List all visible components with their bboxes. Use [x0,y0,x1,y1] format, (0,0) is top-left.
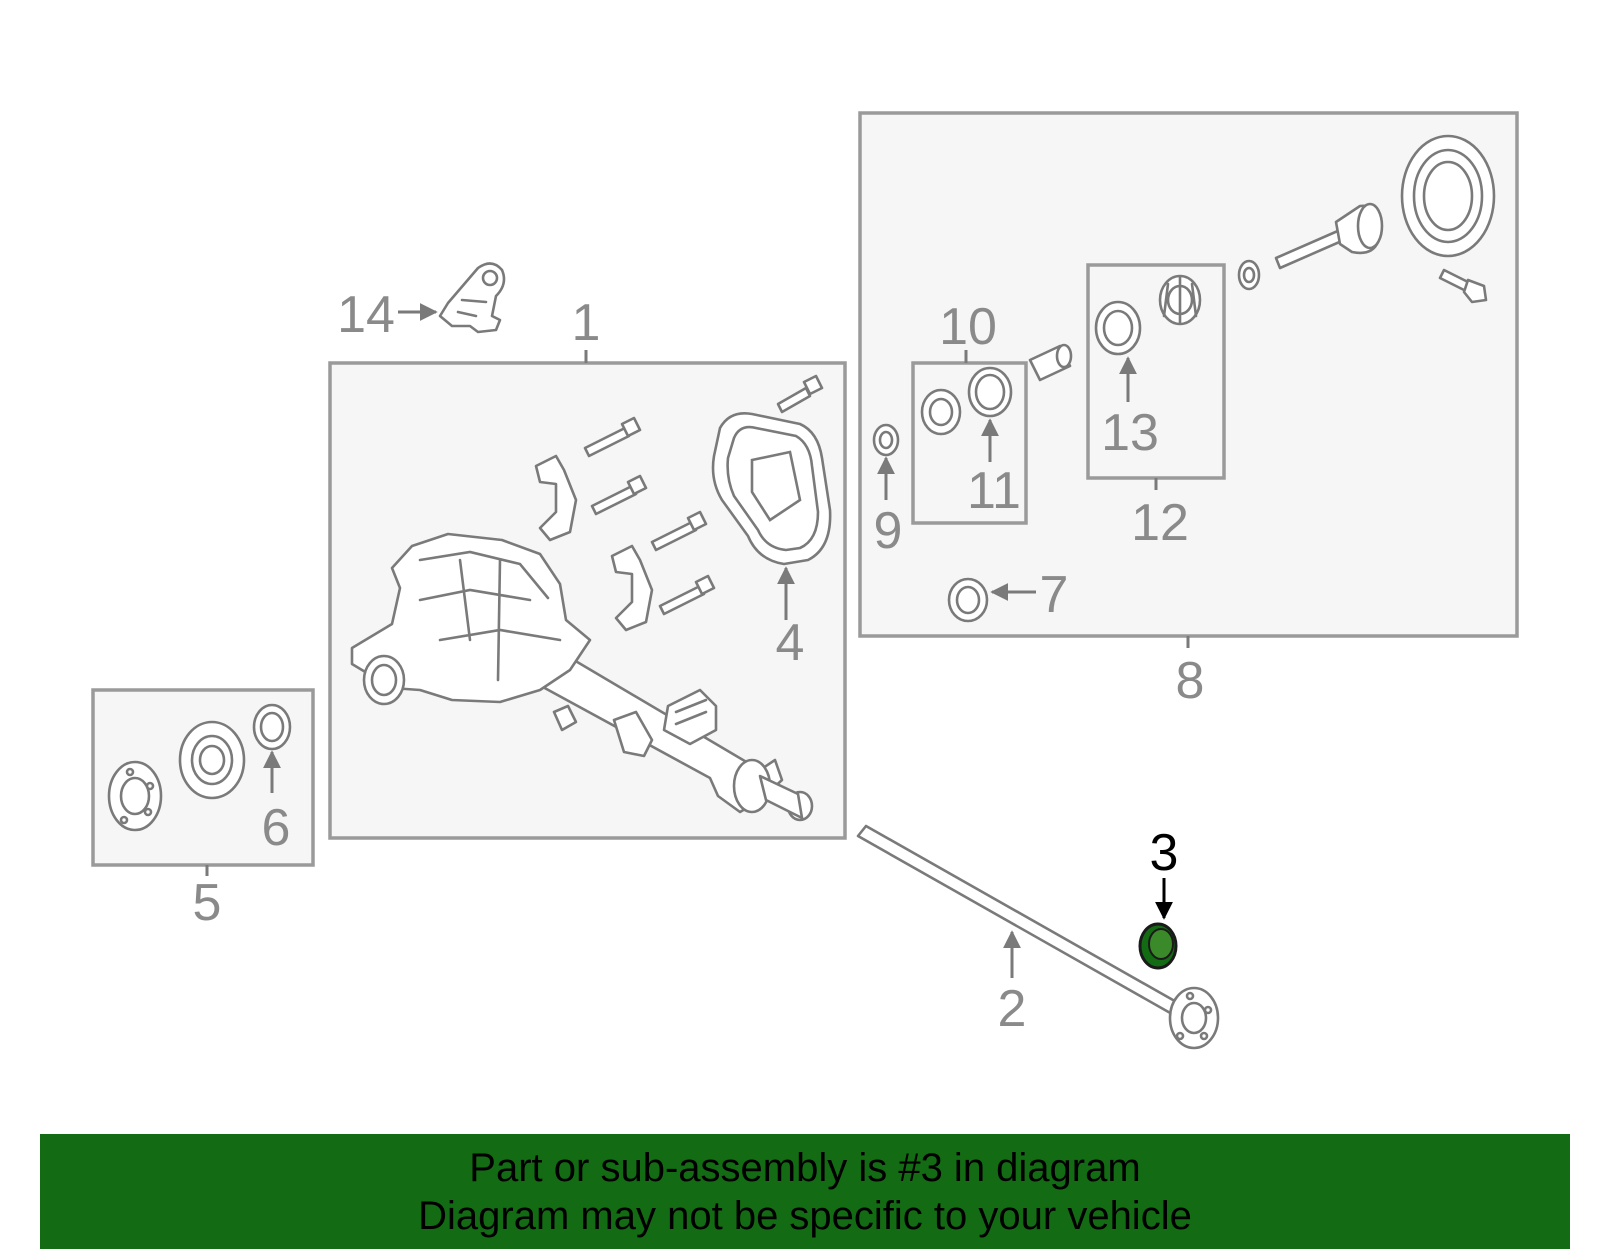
part-5-flange-bearing [107,720,246,832]
part-washer-small [1237,259,1261,291]
part-12-bearing [1158,274,1202,326]
banner-line-2: Diagram may not be specific to your vehi… [418,1193,1192,1238]
callout-10: 10 [939,298,997,356]
info-banner: Part or sub-assembly is #3 in diagram Di… [40,1134,1570,1249]
part-pinion-gear [1274,202,1384,270]
part-6-seal [252,703,292,751]
callout-7: 7 [1040,566,1069,624]
part-13-race [1094,300,1142,356]
part-3-seal-highlighted[interactable] [1138,922,1178,970]
callout-12: 12 [1131,494,1189,552]
callout-2: 2 [998,980,1027,1038]
part-ring-bolt [1438,268,1488,304]
callout-3: 3 [1150,824,1179,882]
part-9-washer [872,423,900,457]
callout-8: 8 [1176,652,1205,710]
banner-line-1: Part or sub-assembly is #3 in diagram [469,1145,1141,1190]
part-11-race [967,366,1013,418]
callout-14: 14 [337,286,395,344]
callout-1: 1 [572,294,601,352]
part-spacer [1028,343,1073,382]
part-1-fasteners [534,374,824,632]
part-10-bearing [920,388,962,436]
part-2-axle-shaft [856,824,1220,1050]
callout-5: 5 [193,874,222,932]
part-14-sensor [438,262,506,334]
part-4-cover-gasket [711,412,832,566]
callout-9: 9 [874,502,903,560]
callout-4: 4 [776,614,805,672]
callout-11: 11 [967,462,1021,520]
callout-13: 13 [1101,404,1159,462]
part-1-axle-housing [350,532,814,822]
part-ring-gear [1400,134,1496,258]
callout-6: 6 [262,799,291,857]
part-7-seal [947,577,989,623]
